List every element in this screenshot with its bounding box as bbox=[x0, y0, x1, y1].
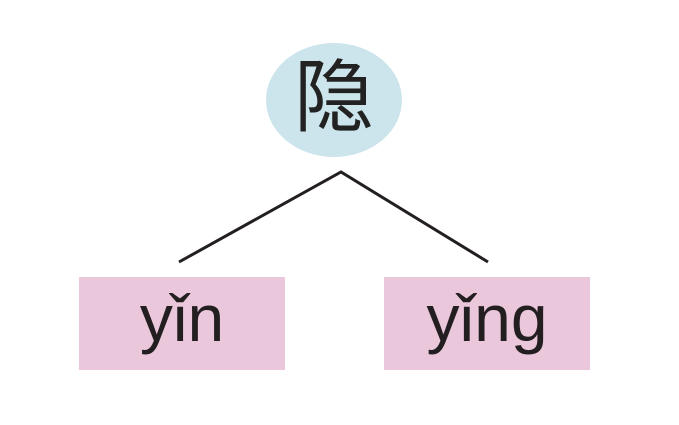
root-character: 隐 bbox=[294, 51, 374, 144]
reading-box-yin: yǐn bbox=[79, 277, 285, 370]
reading-label-yin: yǐn bbox=[139, 280, 225, 355]
root-character-node: 隐 bbox=[266, 43, 402, 157]
reading-label-ying: yǐng bbox=[426, 280, 548, 355]
branch-lines bbox=[178, 170, 489, 264]
reading-box-ying: yǐng bbox=[384, 277, 590, 370]
